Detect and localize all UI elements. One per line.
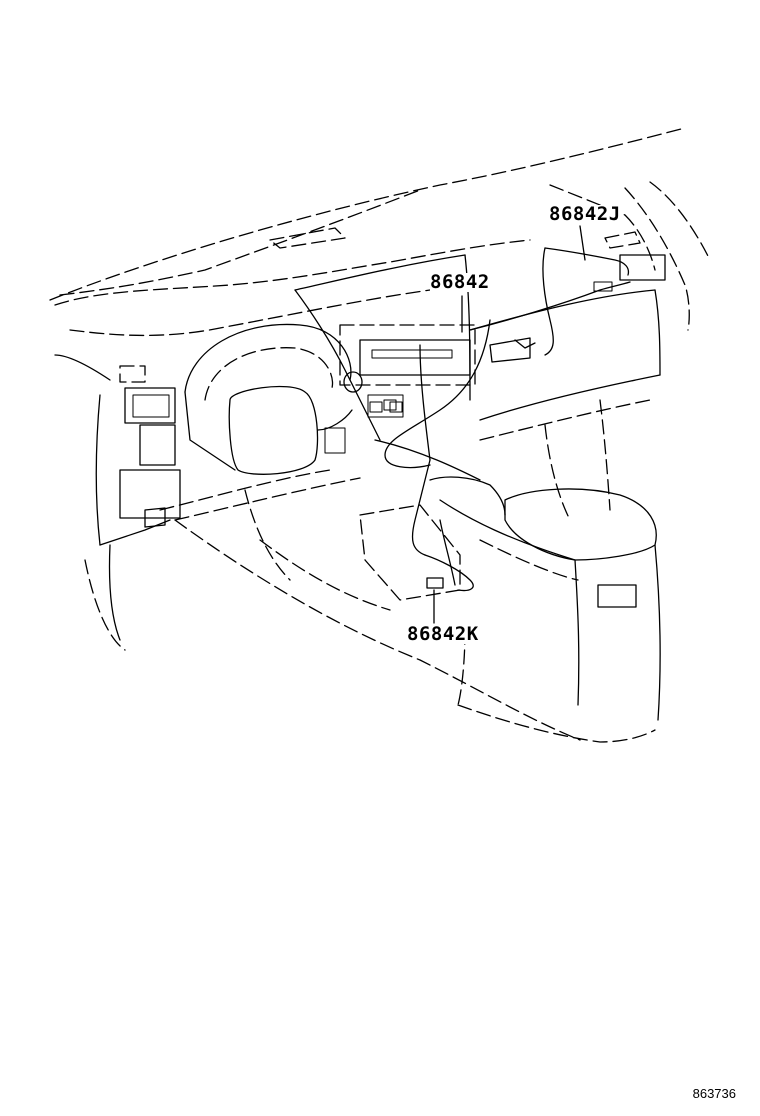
callout-86842k[interactable]: 86842K — [407, 623, 479, 645]
defrost-vent — [269, 227, 346, 249]
left-lower-panel — [119, 469, 181, 519]
dash-lower-2 — [159, 469, 331, 511]
antenna-cord-branch — [419, 344, 431, 461]
antenna-cord-main — [384, 319, 491, 469]
antenna-cord-clip — [514, 339, 536, 349]
left-lower-vent — [144, 507, 166, 528]
floor-line — [174, 519, 581, 741]
floor-left — [259, 539, 391, 611]
right-end-box — [619, 254, 666, 281]
right-kick-panel — [599, 399, 611, 511]
console-lower — [439, 499, 576, 561]
antenna-cord-right — [469, 281, 631, 331]
left-door-edge — [84, 559, 126, 651]
antenna-cord-down — [424, 554, 474, 592]
console-shifter — [429, 476, 506, 516]
right-dash-end — [654, 289, 661, 376]
antenna-cord-down-2 — [439, 519, 456, 586]
knee-panel — [244, 489, 291, 581]
windshield-lower-edge — [59, 189, 421, 296]
ignition-knob — [343, 371, 363, 393]
harness-clip-2 — [389, 401, 403, 413]
console-base — [479, 539, 579, 581]
right-vent — [489, 337, 531, 363]
dash-lower — [174, 477, 361, 521]
callout-86842j[interactable]: 86842J — [549, 203, 621, 225]
antenna-amp-j — [593, 281, 613, 292]
glove-box — [479, 399, 651, 441]
display-bezel — [339, 324, 476, 386]
harness-clip-1 — [369, 401, 383, 413]
console-rear — [654, 544, 661, 721]
left-pillar — [54, 354, 111, 381]
left-side-panel — [95, 394, 101, 546]
console-vent — [597, 584, 637, 608]
audio-slot — [371, 349, 453, 359]
left-door-edge-2 — [108, 544, 121, 641]
right-dash-top — [469, 289, 656, 331]
kick-pad — [359, 504, 461, 601]
dash-top — [54, 239, 531, 306]
a-pillar-right — [549, 184, 656, 271]
armrest — [504, 488, 657, 561]
antenna-cord-branch-2 — [411, 459, 431, 556]
a-pillar-right-outer — [624, 187, 690, 331]
audio-unit — [359, 339, 471, 376]
corner-clip — [119, 365, 146, 383]
left-vent-inner — [132, 394, 170, 418]
speaker-grille — [604, 231, 641, 249]
right-door-seal — [544, 424, 571, 521]
left-vent — [124, 387, 176, 424]
dash-top-ridge — [69, 289, 431, 337]
windshield-edge — [49, 127, 686, 301]
figure-id: 863736 — [692, 1086, 736, 1101]
console-front-top — [374, 439, 481, 481]
a-pillar-far — [649, 181, 711, 261]
left-switch-panel — [139, 424, 176, 466]
leader-86842j — [579, 225, 586, 261]
center-stack-left — [294, 289, 381, 441]
antenna-cord-right-3 — [544, 247, 630, 276]
cluster-left — [184, 391, 236, 471]
antenna-connector-k — [426, 577, 444, 589]
cluster-hood — [184, 323, 352, 393]
cluster-inner — [204, 347, 334, 401]
left-lower-line — [99, 519, 171, 546]
antenna-cord-right-2 — [542, 247, 554, 356]
steering-wheel — [228, 385, 319, 475]
hvac-panel — [367, 394, 404, 418]
steering-column — [317, 409, 353, 431]
callout-86842[interactable]: 86842 — [430, 271, 490, 293]
floor-bottom — [457, 704, 656, 743]
column-switch — [324, 427, 346, 454]
center-stack-top — [294, 254, 466, 291]
right-dash-face — [479, 374, 661, 421]
console-side — [574, 559, 580, 706]
